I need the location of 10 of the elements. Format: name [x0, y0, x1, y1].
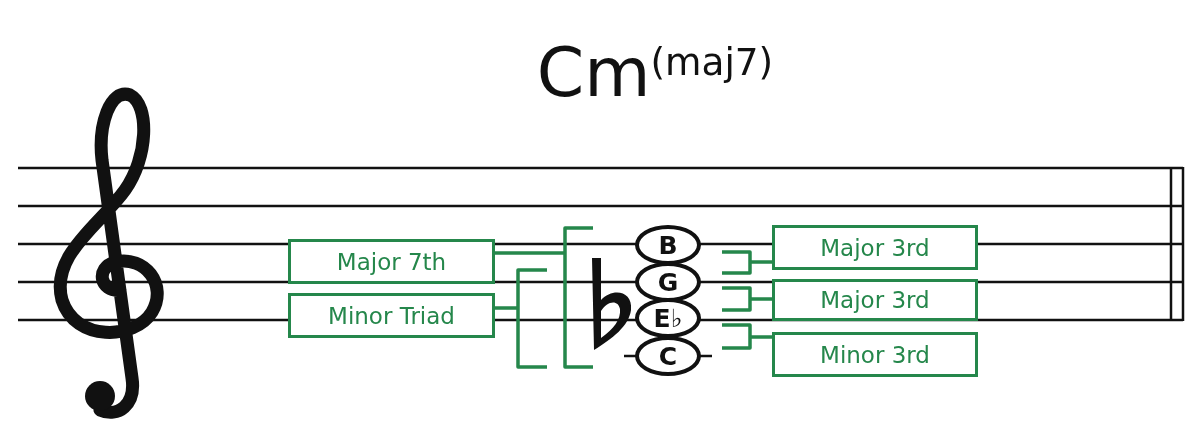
- chord-title: Cm$^{(maj7)}$: [536, 31, 774, 113]
- interval-label-box: Minor 3rd: [772, 332, 978, 377]
- interval-label-box: Minor Triad: [288, 293, 495, 338]
- interval-label-box: Major 3rd: [772, 279, 978, 321]
- note-head: E♭: [635, 298, 701, 338]
- interval-label-box: Major 7th: [288, 239, 495, 284]
- note-head: B: [635, 225, 701, 265]
- note-head: G: [635, 262, 701, 302]
- note-head: C: [635, 336, 701, 376]
- interval-label-box: Major 3rd: [772, 225, 978, 270]
